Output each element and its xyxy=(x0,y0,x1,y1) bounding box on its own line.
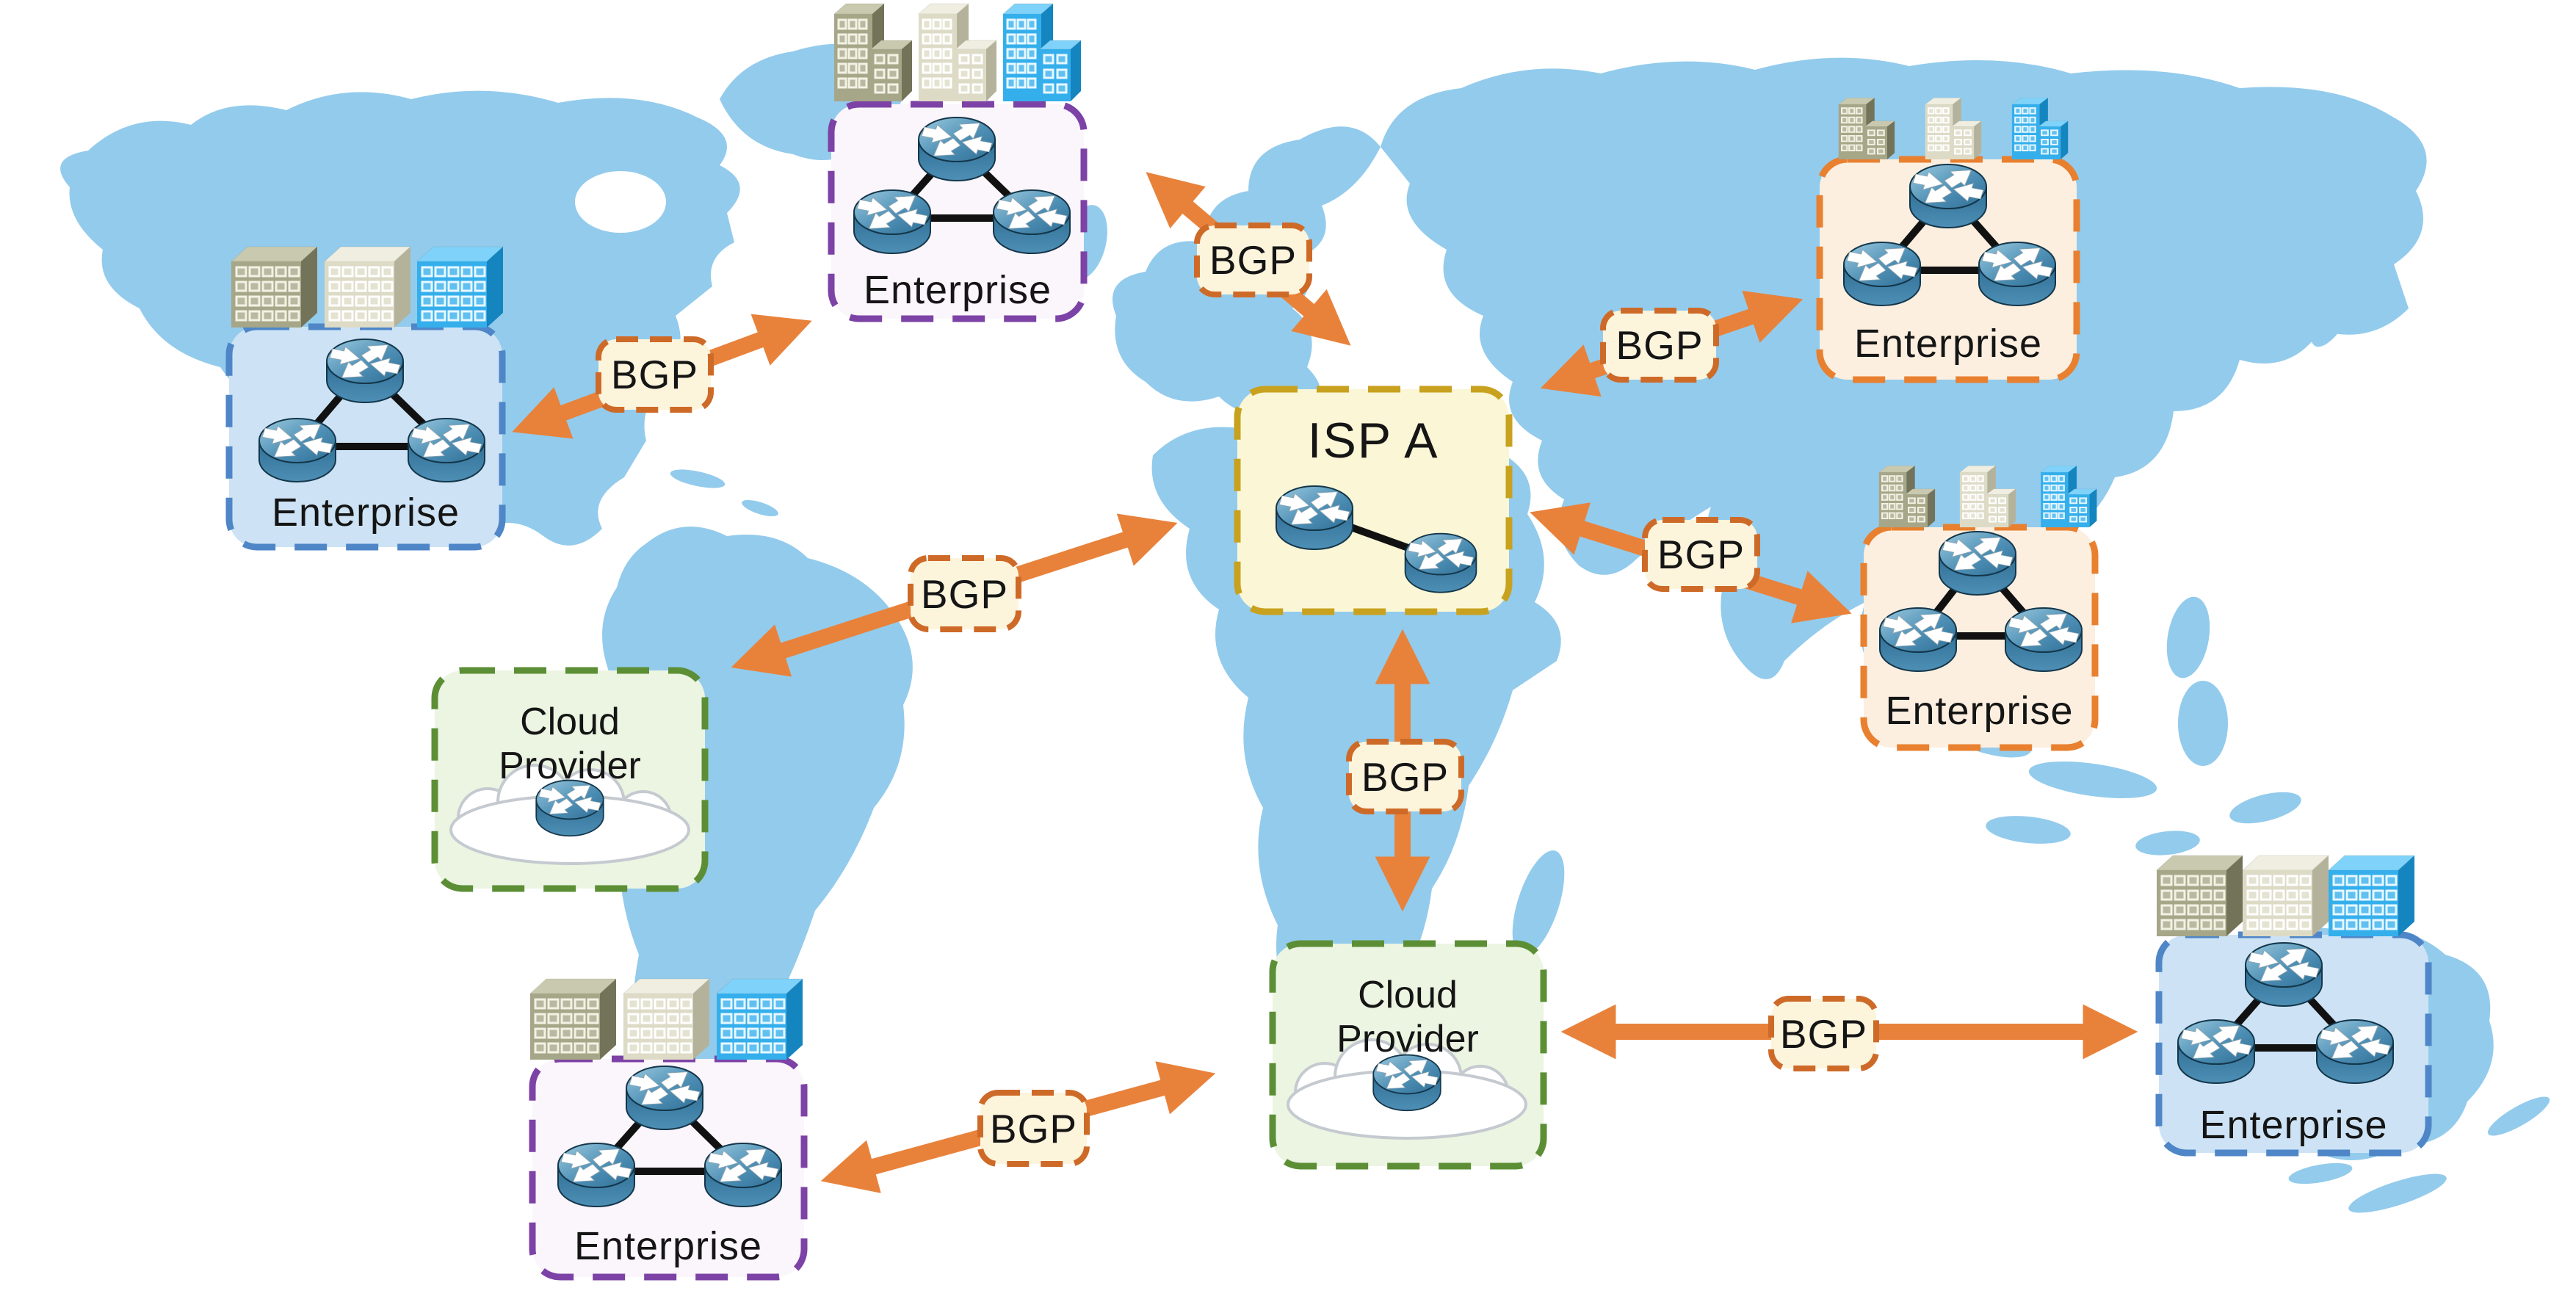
router-icon xyxy=(408,416,485,482)
bgp-label: BGP xyxy=(989,1105,1078,1151)
router-icon xyxy=(326,336,404,403)
router-icon xyxy=(557,1140,635,1207)
bgp-label: BGP xyxy=(1209,237,1298,283)
bgp-label-plates xyxy=(596,223,1879,1167)
buildings-enterprise-n xyxy=(833,2,1082,103)
router-icon xyxy=(2316,1017,2394,1084)
router-icon xyxy=(2177,1017,2255,1084)
node-label-enterprise-e: Enterprise xyxy=(1885,689,2074,733)
router-icon xyxy=(1909,162,1987,228)
router-icon xyxy=(258,416,336,482)
bgp-label: BGP xyxy=(1657,532,1745,577)
router-icon xyxy=(2245,940,2323,1007)
router-icon xyxy=(1879,605,1957,672)
node-label-cloud-south: Cloud Provider xyxy=(1336,973,1479,1060)
node-label-isp-a: ISP A xyxy=(1307,413,1439,469)
bgp-label: BGP xyxy=(1616,322,1704,368)
buildings-enterprise-nw xyxy=(230,245,504,329)
router-icon xyxy=(2005,605,2083,672)
router-icon xyxy=(1843,239,1921,306)
router-icon xyxy=(993,187,1071,254)
router-icon xyxy=(626,1063,703,1130)
router-icon xyxy=(1978,239,2056,306)
node-label-enterprise-nw: Enterprise xyxy=(271,491,460,535)
router-icon xyxy=(918,115,996,181)
node-box-enterprise-n xyxy=(828,101,1088,322)
node-label-enterprise-ne: Enterprise xyxy=(1853,322,2043,366)
router-icon xyxy=(1939,529,2016,596)
router-icon xyxy=(853,187,931,254)
router-icon xyxy=(1276,483,1353,550)
node-label-enterprise-sw: Enterprise xyxy=(574,1224,763,1268)
buildings-enterprise-se xyxy=(2155,854,2416,938)
router-icon xyxy=(1404,531,1477,593)
buildings-enterprise-ne xyxy=(1837,97,2069,161)
buildings-enterprise-e xyxy=(1878,465,2098,529)
bgp-label: BGP xyxy=(1361,753,1450,800)
bgp-label: BGP xyxy=(920,571,1009,617)
router-icon xyxy=(704,1140,782,1207)
buildings-enterprise-sw xyxy=(529,977,804,1061)
bgp-label: BGP xyxy=(610,352,699,397)
node-label-enterprise-n: Enterprise xyxy=(863,268,1052,312)
node-label-enterprise-se: Enterprise xyxy=(2199,1103,2388,1147)
bgp-label: BGP xyxy=(1779,1010,1868,1057)
node-label-cloud-west: Cloud Provider xyxy=(499,700,641,787)
